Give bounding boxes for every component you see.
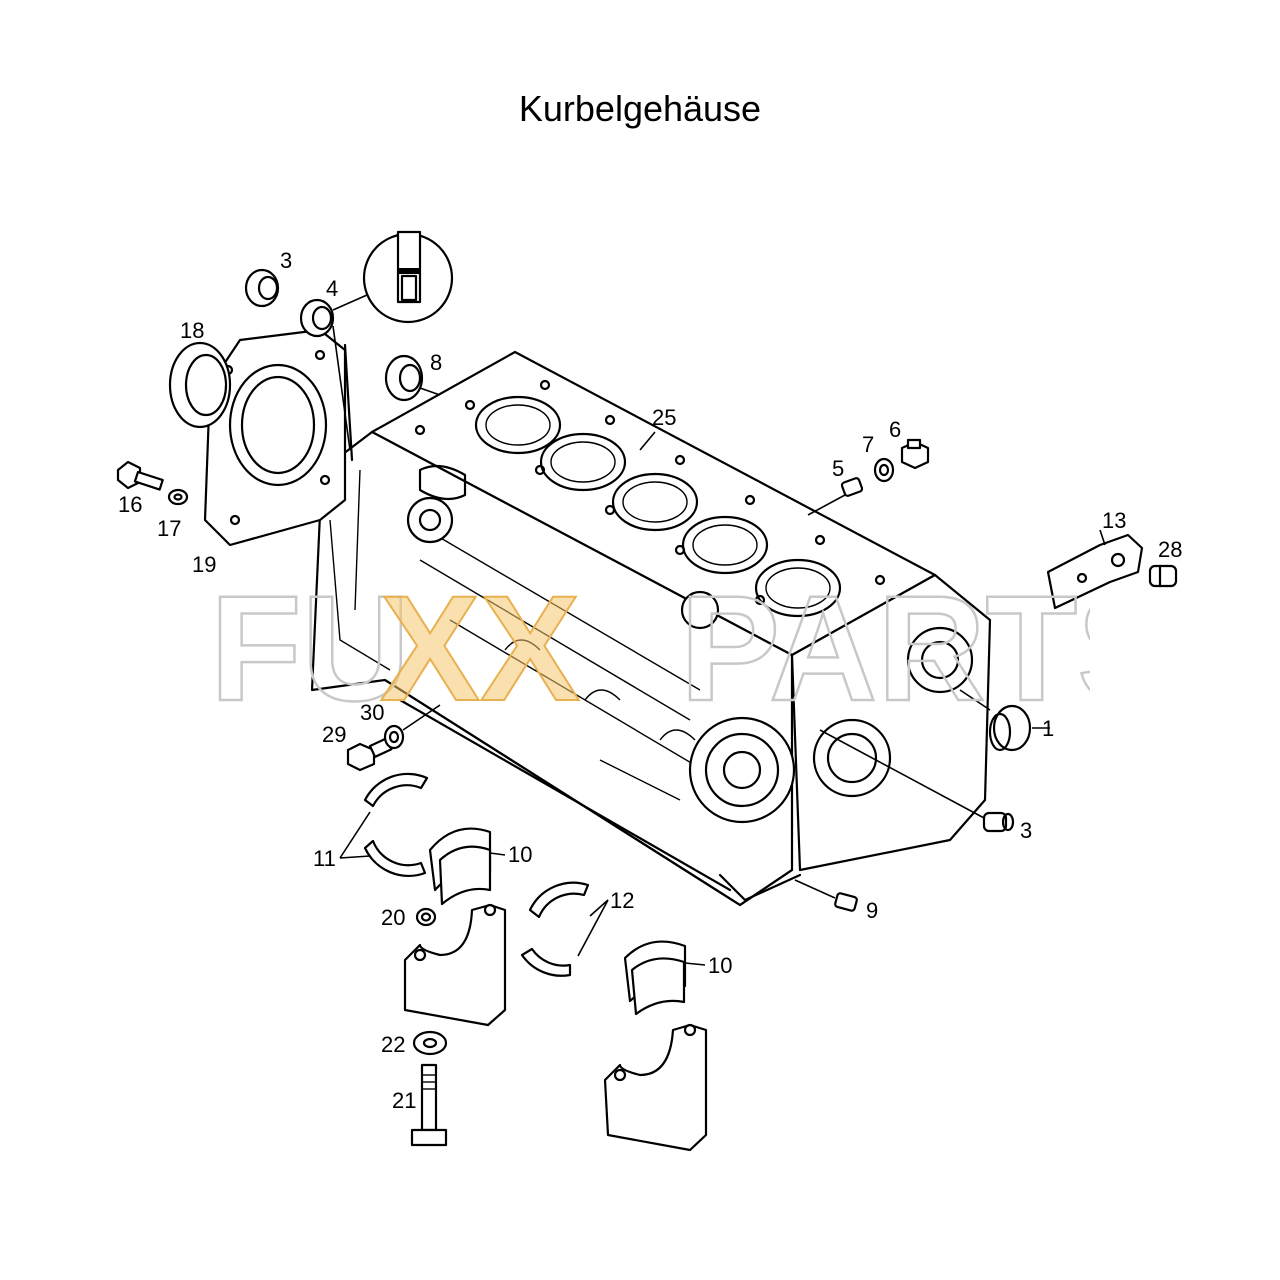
thrust-washers-11 bbox=[339, 772, 429, 877]
cylinder-bores bbox=[474, 395, 842, 618]
watermark-text-right: PARTS bbox=[680, 564, 1090, 720]
dowel-sleeve-5 bbox=[807, 477, 864, 516]
washer-17 bbox=[167, 488, 189, 506]
callout-10-upper: 10 bbox=[508, 842, 532, 867]
callout-1: 1 bbox=[1042, 716, 1054, 741]
callout-25: 25 bbox=[652, 405, 676, 430]
callout-12: 12 bbox=[610, 888, 634, 913]
callout-labels: 3 4 18 8 25 7 6 5 16 17 19 13 28 1 30 29… bbox=[118, 248, 1182, 1113]
callout-21: 21 bbox=[392, 1088, 416, 1113]
main-bearing-cap-upper bbox=[403, 903, 507, 1027]
fuxxparts-watermark: FU XX PARTS bbox=[210, 563, 1090, 720]
front-bearing-bosses bbox=[688, 626, 974, 824]
callout-19: 19 bbox=[192, 552, 216, 577]
bolt-29 bbox=[346, 737, 393, 772]
plug-6 bbox=[900, 438, 930, 470]
seal-plug-4 bbox=[299, 298, 335, 338]
washer-7 bbox=[873, 457, 895, 483]
callout-18: 18 bbox=[180, 318, 204, 343]
callout-17: 17 bbox=[157, 516, 181, 541]
page-title: Kurbelgehäuse bbox=[518, 88, 762, 129]
callout-3-top: 3 bbox=[280, 248, 292, 273]
watermark-text-left: FU bbox=[210, 564, 410, 720]
callout-30: 30 bbox=[360, 700, 384, 725]
callout-3-side: 3 bbox=[1020, 818, 1032, 843]
camshaft-bushing-1 bbox=[959, 689, 1032, 752]
callout-13: 13 bbox=[1102, 508, 1126, 533]
callout-10-lower: 10 bbox=[708, 953, 732, 978]
bearing-shell-10-upper bbox=[428, 827, 506, 906]
crankcase-block bbox=[310, 350, 992, 907]
nut-20 bbox=[415, 907, 437, 927]
callout-8: 8 bbox=[430, 350, 442, 375]
bolt-16 bbox=[116, 460, 164, 491]
callout-16: 16 bbox=[118, 492, 142, 517]
washer-30 bbox=[383, 704, 441, 750]
callout-6: 6 bbox=[889, 417, 901, 442]
bearing-shell-10-lower bbox=[623, 940, 706, 1016]
callout-22: 22 bbox=[381, 1032, 405, 1057]
bolt-21 bbox=[410, 1063, 448, 1147]
callout-7: 7 bbox=[862, 432, 874, 457]
dowel-sleeve-9 bbox=[794, 879, 858, 912]
callout-28: 28 bbox=[1158, 537, 1182, 562]
detail-inset bbox=[332, 230, 454, 451]
callout-4: 4 bbox=[326, 276, 338, 301]
bracket-13 bbox=[1046, 533, 1144, 610]
callout-5: 5 bbox=[832, 456, 844, 481]
main-bearing-cap-lower bbox=[603, 1023, 708, 1152]
rear-crank-seal bbox=[168, 341, 232, 429]
rear-seal-carrier bbox=[203, 328, 354, 547]
watermark-text-middle: XX bbox=[380, 564, 580, 720]
callout-29: 29 bbox=[322, 722, 346, 747]
deck-bolt-holes bbox=[414, 379, 886, 606]
plug-3-top bbox=[244, 268, 280, 308]
plug-28 bbox=[1148, 564, 1178, 588]
thrust-washers-12 bbox=[520, 881, 609, 977]
callout-11: 11 bbox=[313, 846, 336, 871]
callout-20: 20 bbox=[381, 905, 405, 930]
washer-22 bbox=[412, 1030, 448, 1056]
core-plug-8 bbox=[384, 354, 441, 402]
callout-9: 9 bbox=[866, 898, 878, 923]
plug-3-side bbox=[819, 729, 1015, 833]
